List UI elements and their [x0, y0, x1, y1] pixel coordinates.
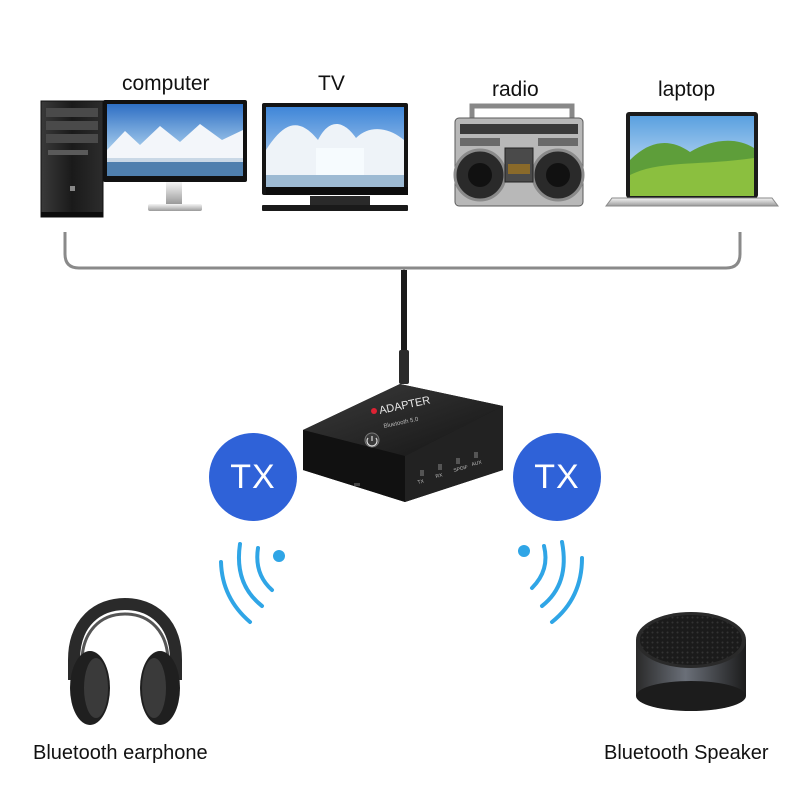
computer-monitor-icon: [103, 100, 247, 211]
label-radio: radio: [492, 78, 539, 101]
label-bluetooth-speaker: Bluetooth Speaker: [604, 742, 769, 764]
laptop-icon: [605, 112, 779, 207]
tx-badge-left: TX: [209, 433, 297, 521]
signal-waves-left-icon: [219, 542, 285, 624]
headphones-icon: [68, 597, 182, 725]
signal-waves-right-icon: [518, 540, 584, 624]
label-computer: computer: [122, 72, 210, 95]
label-bluetooth-earphone: Bluetooth earphone: [33, 742, 208, 764]
port-label: SPDIF: [453, 464, 469, 474]
tv-icon: [262, 103, 408, 211]
speaker-icon: [636, 612, 746, 711]
antenna-icon: [399, 270, 409, 384]
connection-line: [63, 232, 742, 270]
port-label: AUX: [471, 459, 483, 468]
port-label: RX: [435, 472, 444, 480]
label-tv: TV: [318, 72, 345, 95]
radio-icon: [453, 103, 585, 207]
bluetooth-adapter-icon: [303, 384, 503, 502]
adapter-logo-icon: [371, 408, 377, 414]
port-label: TX: [417, 478, 425, 486]
computer-tower-icon: [40, 100, 104, 218]
tx-badge-right: TX: [513, 433, 601, 521]
label-laptop: laptop: [658, 78, 716, 101]
